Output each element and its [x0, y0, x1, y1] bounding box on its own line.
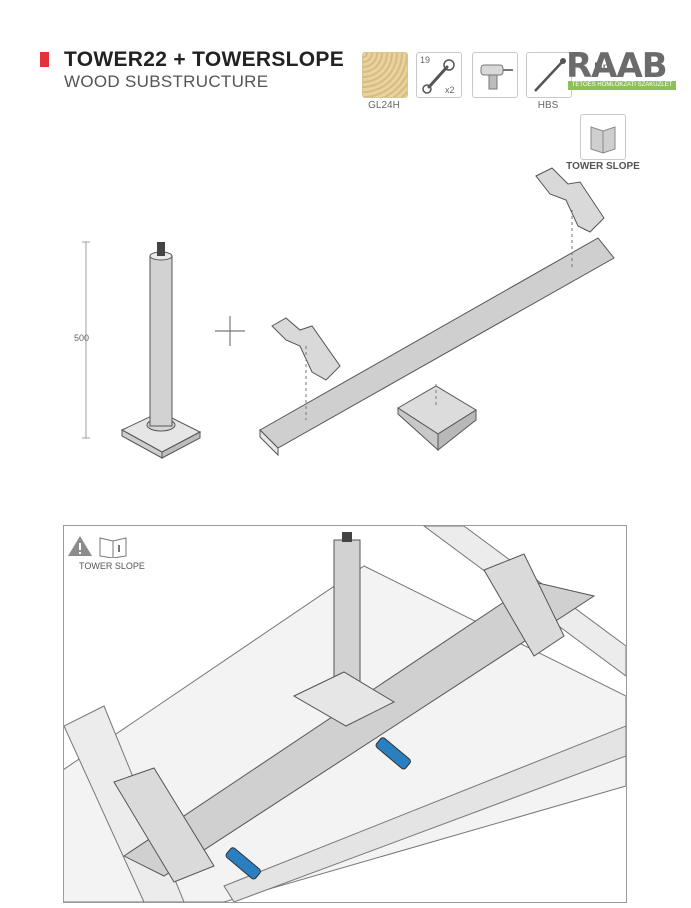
screw-icon [526, 52, 572, 98]
drill-icon [472, 52, 518, 98]
brand-logo: RAAB [566, 46, 668, 86]
slope-beam [259, 237, 615, 457]
torque-label: Nm [594, 60, 613, 74]
parts-illustration [82, 167, 615, 459]
brand-tagline: TETŐÉS HOMLOKZATI SZAKÜZLET [568, 81, 676, 90]
wrench-count: x2 [445, 85, 455, 95]
bracket-right [535, 167, 605, 233]
wrench-size: 19 [420, 55, 431, 65]
screw-label: HBS [537, 100, 559, 111]
title-accent-bar [40, 52, 49, 67]
assembly-panel [63, 525, 627, 903]
manual-book-icon [580, 114, 626, 160]
page-title: TOWER22 + TOWERSLOPE [64, 48, 345, 71]
wrench-icon: 19 x2 [416, 52, 462, 98]
page-subtitle: WOOD SUBSTRUCTURE [64, 72, 269, 91]
wood-grain-icon [362, 52, 408, 98]
tower-post [120, 242, 202, 459]
height-dimension: 500 [74, 333, 90, 343]
assembly-illustration [64, 526, 626, 902]
warning-label: TOWER SLOPE [79, 561, 145, 571]
base-plate [397, 385, 477, 452]
tower-slope-reference-label: TOWER SLOPE [566, 161, 640, 172]
wood-label: GL24H [368, 100, 400, 111]
bolt-blue [225, 847, 261, 880]
bolt-blue [375, 737, 411, 770]
